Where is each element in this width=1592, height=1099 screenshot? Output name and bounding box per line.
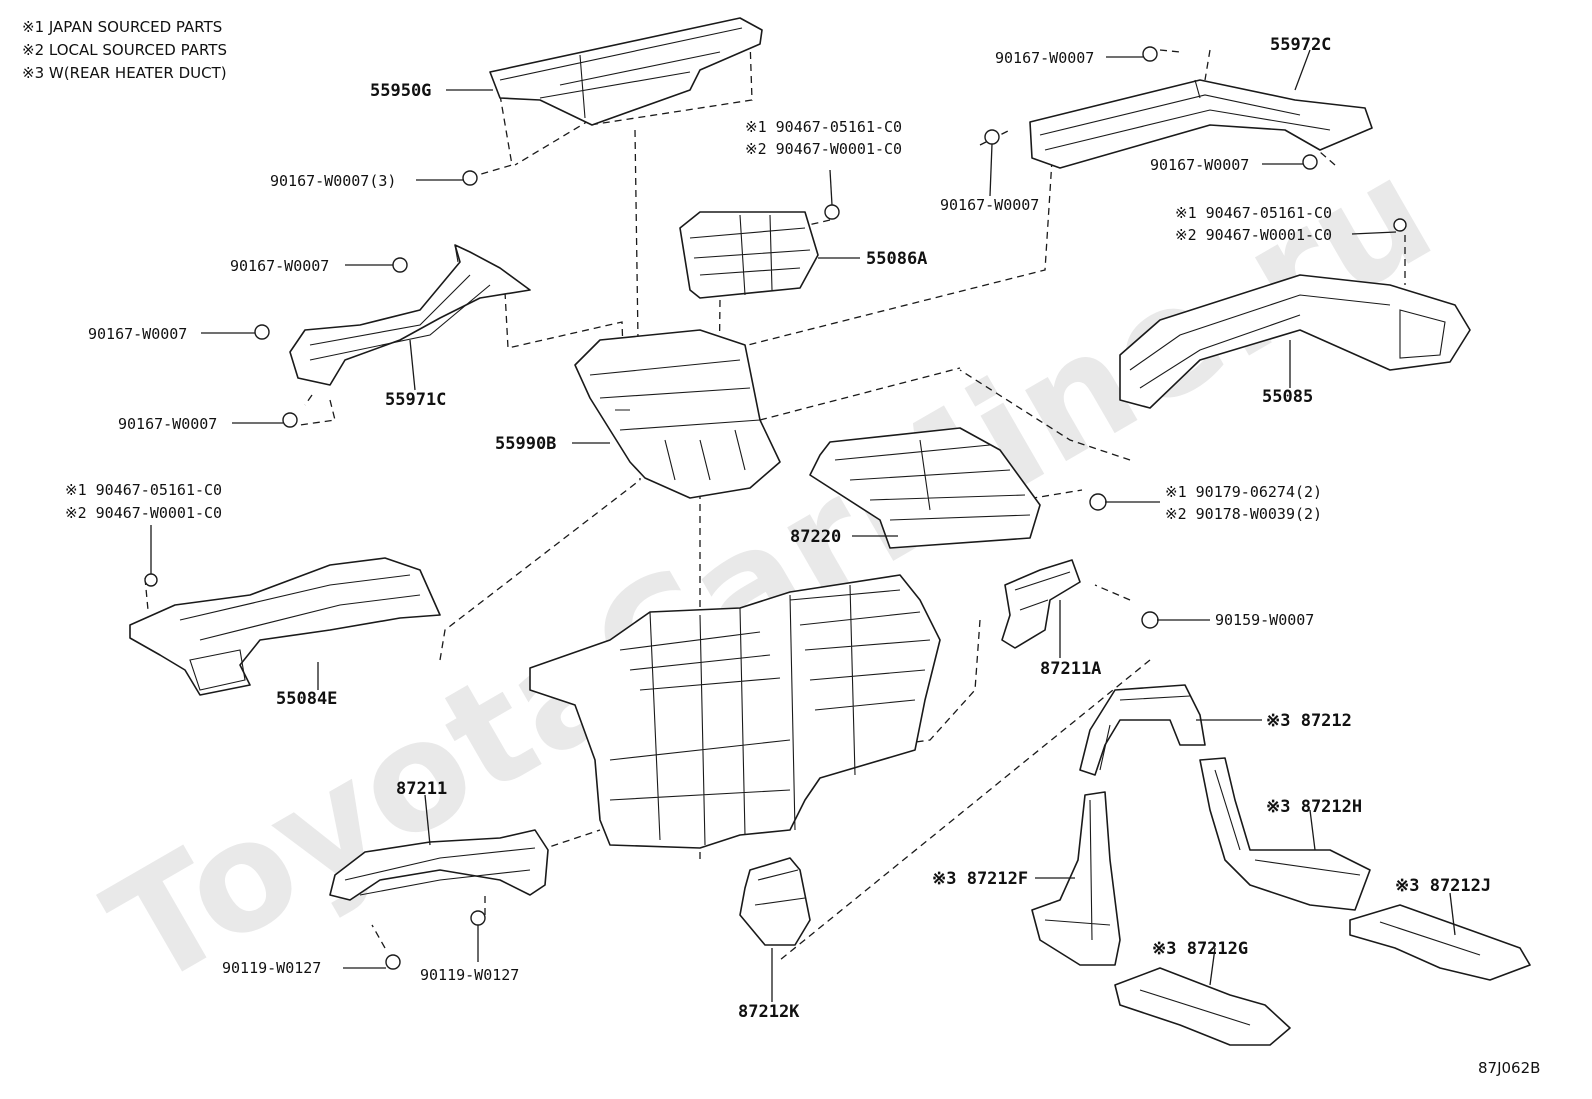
label-90179-06274[interactable]: ※1 90179-06274(2) [1165,483,1322,501]
part-55085-shape [1119,274,1471,409]
part-87211a-shape [1001,559,1081,649]
label-87212j[interactable]: ※3 87212J [1395,876,1491,896]
legend: ※1 JAPAN SOURCED PARTS ※2 LOCAL SOURCED … [22,18,227,82]
label-90167-w0007-left-b[interactable]: 90167-W0007 [88,325,187,343]
label-90467-05161-c0-c[interactable]: ※1 90467-05161-C0 [65,481,222,499]
part-87212g-shape [1114,967,1291,1046]
part-87212k-shape [739,857,811,946]
label-90467-05161-c0-a[interactable]: ※1 90467-05161-C0 [745,118,902,136]
label-87212[interactable]: ※3 87212 [1266,711,1352,731]
label-90167-w0007-top[interactable]: 90167-W0007 [995,49,1094,67]
part-55972c-shape [1029,79,1373,169]
label-87211a[interactable]: 87211A [1040,659,1101,679]
label-87212g[interactable]: ※3 87212G [1152,939,1248,959]
part-55950g-shape [489,17,763,126]
part-55971c-shape [289,244,531,386]
label-55084e[interactable]: 55084E [276,689,337,709]
label-55971c[interactable]: 55971C [385,390,446,410]
legend-line-1: ※1 JAPAN SOURCED PARTS [22,18,222,36]
part-87212f-shape [1031,791,1121,966]
leader-lines [150,49,1456,1002]
label-55950g[interactable]: 55950G [370,81,431,101]
legend-line-3: ※3 W(REAR HEATER DUCT) [22,64,227,82]
label-90159-w0007[interactable]: 90159-W0007 [1215,611,1314,629]
label-55990b[interactable]: 55990B [495,434,556,454]
label-55085[interactable]: 55085 [1262,387,1313,407]
part-87220-shape [809,427,1041,549]
label-87212h[interactable]: ※3 87212H [1266,797,1362,817]
label-90167-w0007-left-a[interactable]: 90167-W0007 [230,257,329,275]
label-90467-05161-c0-b[interactable]: ※1 90467-05161-C0 [1175,204,1332,222]
label-87211[interactable]: 87211 [396,779,447,799]
label-90167-w0007-right[interactable]: 90167-W0007 [1150,156,1249,174]
label-90178-w0039[interactable]: ※2 90178-W0039(2) [1165,505,1322,523]
label-90167-w0007-left-c[interactable]: 90167-W0007 [118,415,217,433]
label-90167-w0007-mid[interactable]: 90167-W0007 [940,196,1039,214]
label-55972c[interactable]: 55972C [1270,35,1331,55]
part-87212-shape [1079,684,1206,776]
part-labels: 55950G 90167-W0007(3) 90167-W0007 55972C… [65,35,1491,1022]
label-90167-w0007-3[interactable]: 90167-W0007(3) [270,172,396,190]
part-87211-shape [329,829,549,901]
label-90119-w0127-b[interactable]: 90119-W0127 [420,966,519,984]
label-87212k[interactable]: 87212K [738,1002,800,1022]
diagram-code: 87J062B [1478,1059,1540,1077]
label-90467-w0001-c0-c[interactable]: ※2 90467-W0001-C0 [65,504,222,522]
label-87220[interactable]: 87220 [790,527,841,547]
label-87212f[interactable]: ※3 87212F [932,869,1028,889]
label-90467-w0001-c0-a[interactable]: ※2 90467-W0001-C0 [745,140,902,158]
part-55084e-shape [129,557,441,696]
part-55086a-shape [679,204,840,299]
part-87212j-shape [1349,904,1531,981]
part-heater-unit-shape [529,574,941,849]
label-90119-w0127-a[interactable]: 90119-W0127 [222,959,321,977]
label-55086a[interactable]: 55086A [866,249,927,269]
part-87212h-shape [1199,757,1371,911]
label-90467-w0001-c0-b[interactable]: ※2 90467-W0001-C0 [1175,226,1332,244]
legend-line-2: ※2 LOCAL SOURCED PARTS [22,41,227,59]
part-55990b-shape [574,329,781,499]
